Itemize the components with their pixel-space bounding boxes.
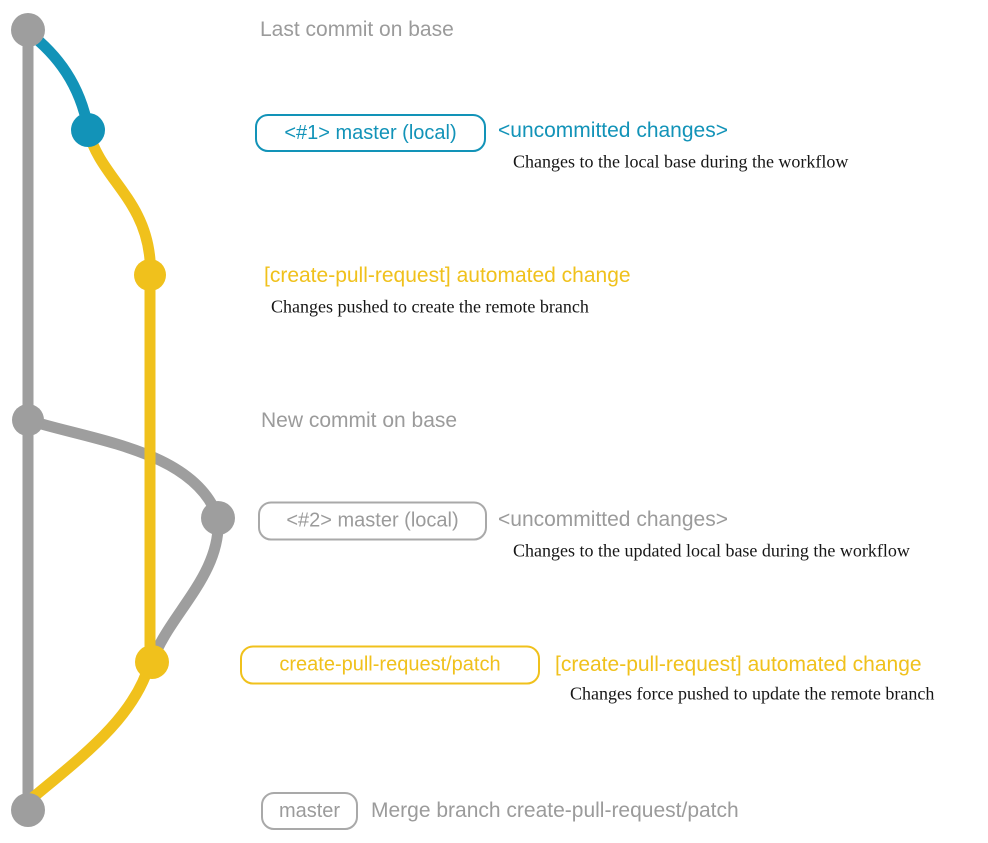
status-uncommitted-2: <uncommitted changes> xyxy=(498,507,728,531)
status-uncommitted-1: <uncommitted changes> xyxy=(498,118,728,142)
commit-node-local-1 xyxy=(71,113,105,147)
commit-node-base-new xyxy=(12,404,44,436)
patch-merge-curve xyxy=(24,656,156,806)
label-last-commit: Last commit on base xyxy=(260,17,454,41)
commit-node-local-2 xyxy=(201,501,235,535)
commit-message-automated-2: [create-pull-request] automated change xyxy=(555,652,922,676)
desc-local-base-1: Changes to the local base during the wor… xyxy=(513,151,849,172)
patch-branch-line xyxy=(82,124,156,668)
commit-node-merge xyxy=(11,793,45,827)
commit-message-automated-1: [create-pull-request] automated change xyxy=(264,263,631,287)
desc-pushed-1: Changes pushed to create the remote bran… xyxy=(271,296,589,317)
desc-force-pushed: Changes force pushed to update the remot… xyxy=(570,683,935,704)
branch-tag-patch: create-pull-request/patch xyxy=(240,645,540,685)
local-branch-curve-1 xyxy=(22,26,94,134)
label-merge-branch: Merge branch create-pull-request/patch xyxy=(371,798,739,822)
branch-tag-master: master xyxy=(261,792,358,830)
commit-node-patch-1 xyxy=(134,259,166,291)
branch-tag-master-local-2: <#2> master (local) xyxy=(258,501,487,541)
branch-tag-master-local-1: <#1> master (local) xyxy=(255,114,486,152)
desc-local-base-2: Changes to the updated local base during… xyxy=(513,540,910,561)
commit-node-patch-2 xyxy=(135,645,169,679)
label-new-commit: New commit on base xyxy=(261,408,458,432)
local-branch-curve-2 xyxy=(22,414,224,668)
commit-node-base-top xyxy=(11,13,45,47)
